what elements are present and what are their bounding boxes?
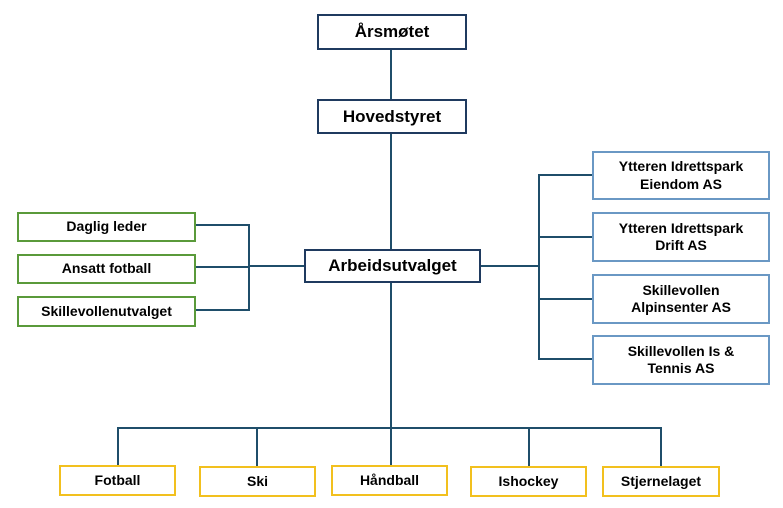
node-daglig-leder-label: Daglig leder: [66, 218, 147, 235]
node-arbeidsutvalget-label: Arbeidsutvalget: [328, 256, 457, 276]
node-arsmotet: Årsmøtet: [317, 14, 467, 50]
node-skillevollen-is-tennis: Skillevollen Is & Tennis AS: [592, 335, 770, 385]
node-ytteren-idrettspark-eiendom: Ytteren Idrettspark Eiendom AS: [592, 151, 770, 200]
node-skillevollen-alpinsenter: Skillevollen Alpinsenter AS: [592, 274, 770, 324]
node-ski-label: Ski: [246, 472, 268, 489]
node-ansatt-fotball-label: Ansatt fotball: [61, 260, 152, 277]
node-ytteren-idrettspark-eiendom-line2: Eiendom AS: [640, 175, 722, 192]
node-skillevollenutvalget-label: Skillevollenutvalget: [41, 302, 172, 319]
node-ishockey: Ishockey: [470, 466, 587, 497]
node-skillevollen-alpinsenter-line1: Skillevollen: [642, 281, 720, 298]
node-arsmotet-label: Årsmøtet: [354, 22, 430, 42]
node-ytteren-idrettspark-drift-text: Ytteren Idrettspark Drift AS: [619, 220, 743, 255]
node-hovedstyret: Hovedstyret: [317, 99, 467, 134]
node-stjernelaget-label: Stjernelaget: [620, 472, 702, 489]
node-stjernelaget: Stjernelaget: [602, 466, 720, 497]
node-ytteren-idrettspark-eiendom-text: Ytteren Idrettspark Eiendom AS: [619, 158, 743, 193]
node-skillevollen-is-tennis-line1: Skillevollen Is &: [627, 342, 735, 359]
node-skillevollen-is-tennis-text: Skillevollen Is & Tennis AS: [628, 343, 735, 378]
node-ishockey-label: Ishockey: [498, 472, 559, 489]
node-skillevollen-is-tennis-line2: Tennis AS: [647, 360, 715, 376]
node-ytteren-idrettspark-drift: Ytteren Idrettspark Drift AS: [592, 212, 770, 262]
node-ansatt-fotball: Ansatt fotball: [17, 254, 196, 284]
node-skillevollenutvalget: Skillevollenutvalget: [17, 296, 196, 327]
node-hovedstyret-label: Hovedstyret: [342, 106, 442, 126]
node-ytteren-idrettspark-eiendom-line1: Ytteren Idrettspark: [618, 158, 744, 174]
node-ytteren-idrettspark-drift-line1: Ytteren Idrettspark: [618, 219, 744, 236]
node-daglig-leder: Daglig leder: [17, 212, 196, 242]
node-handball: Håndball: [331, 465, 448, 496]
node-fotball-label: Fotball: [94, 471, 141, 488]
node-skillevollen-alpinsenter-text: Skillevollen Alpinsenter AS: [631, 282, 731, 317]
node-fotball: Fotball: [59, 465, 176, 496]
node-handball-label: Håndball: [359, 471, 420, 488]
node-skillevollen-alpinsenter-line2: Alpinsenter AS: [631, 299, 731, 315]
node-arbeidsutvalget: Arbeidsutvalget: [304, 249, 481, 283]
node-ytteren-idrettspark-drift-line2: Drift AS: [655, 237, 707, 253]
node-ski: Ski: [199, 466, 316, 497]
